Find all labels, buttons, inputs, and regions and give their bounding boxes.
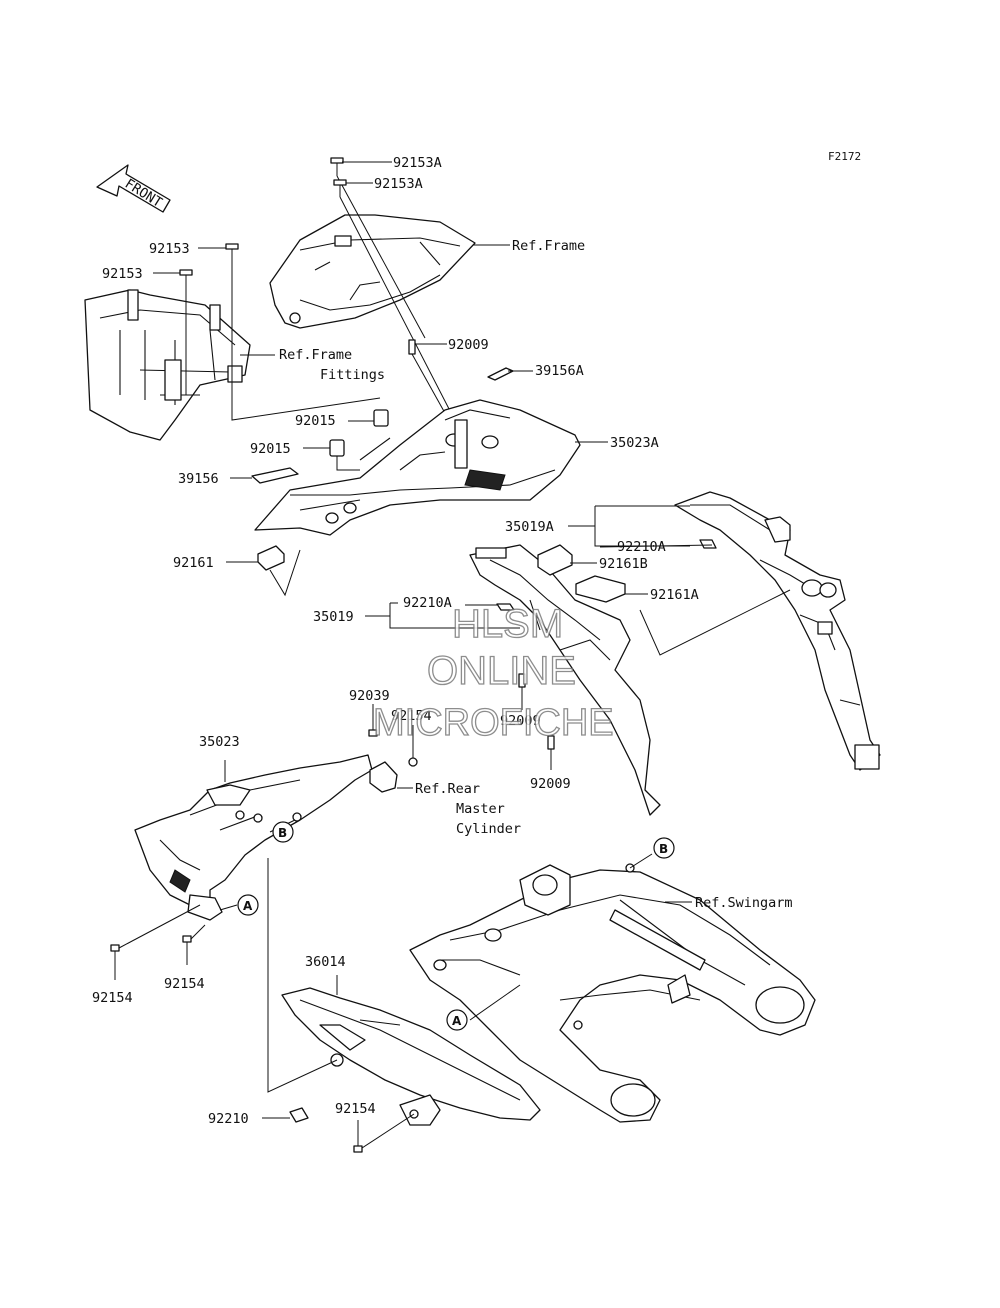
callout-b-upper: B: [272, 821, 294, 843]
label-92154-bottom: 92154: [335, 1101, 376, 1117]
clip-92210a-left: [496, 603, 515, 611]
label-92154-upper: 92154: [391, 708, 432, 724]
collar-92015-left: [329, 439, 345, 457]
bolt-92153a-upper: [330, 157, 426, 339]
label-92154-mid: 92154: [164, 976, 205, 992]
callout-a-lower-label: A: [452, 1014, 462, 1028]
damper-92161: [257, 545, 285, 571]
label-39156a: 39156A: [535, 363, 584, 379]
bolt-92153-left: [179, 269, 193, 395]
callout-a-upper: A: [237, 894, 259, 916]
label-36014: 36014: [305, 954, 346, 970]
callout-b-lower: B: [653, 837, 675, 859]
pad-39156a: [487, 367, 514, 381]
label-35019: 35019: [313, 609, 354, 625]
label-92015-left: 92015: [250, 441, 291, 457]
label-92210: 92210: [208, 1111, 249, 1127]
label-39156: 39156: [178, 471, 219, 487]
leader-lines: [114, 161, 791, 1149]
label-92210a-left: 92210A: [403, 595, 452, 611]
label-ref-frame-fittings-line2: Fittings: [320, 367, 385, 383]
rear-master-cylinder-bracket: [369, 761, 398, 793]
collar-92015-right: [373, 409, 389, 427]
label-92161b: 92161B: [599, 556, 648, 572]
frame-fittings-part: [84, 289, 251, 441]
watermark: HLSM ONLINE MICROFICHE: [372, 601, 614, 744]
label-ref-rear-line1: Ref.Rear: [415, 781, 480, 797]
bolt-92154-bottom: [353, 1145, 363, 1153]
chain-guard-35023: [134, 754, 373, 921]
rear-fender-35019: [469, 544, 661, 816]
swingarm-part: [409, 863, 816, 1123]
label-92153-1: 92153: [149, 241, 190, 257]
label-92210a-right: 92210A: [617, 539, 666, 555]
label-92153a-2: 92153A: [374, 176, 423, 192]
clip-92210: [289, 1107, 309, 1123]
watermark-line2: ONLINE: [427, 649, 576, 693]
bolt-92154-left: [110, 944, 120, 952]
clip-92210a-right: [699, 539, 717, 549]
callout-a-lower: A: [446, 1009, 468, 1031]
inner-fender-35019a: [674, 491, 881, 771]
pad-39156: [251, 467, 299, 484]
bolt-92154-mid: [182, 935, 192, 943]
label-92009-lower: 92009: [530, 776, 571, 792]
label-35023a: 35023A: [610, 435, 659, 451]
watermark-line1: HLSM: [452, 602, 563, 646]
bolt-92154-upper: [408, 757, 418, 767]
label-92009-middle: 92009: [500, 713, 541, 729]
label-92153-2: 92153: [102, 266, 143, 282]
label-92161: 92161: [173, 555, 214, 571]
label-92153a-1: 92153A: [393, 155, 442, 171]
label-92161a: 92161A: [650, 587, 699, 603]
label-ref-rear-line3: Cylinder: [456, 821, 521, 837]
label-ref-rear-line2: Master: [456, 801, 505, 817]
bolt-92153-right: [225, 243, 239, 365]
label-92154-left: 92154: [92, 990, 133, 1006]
label-35023: 35023: [199, 734, 240, 750]
label-92039: 92039: [349, 688, 390, 704]
seat-cover-35023a: [254, 399, 581, 536]
label-ref-frame-fittings-line1: Ref.Frame: [279, 347, 352, 363]
label-ref-frame: Ref.Frame: [512, 238, 585, 254]
callout-b-lower-label: B: [659, 842, 668, 856]
part-labels: 92153A 92153A Ref.Frame 92153 92153 Ref.…: [92, 155, 793, 1127]
damper-92161b: [537, 544, 573, 576]
seat-frame-part: [269, 214, 476, 329]
callout-a-upper-label: A: [243, 899, 253, 913]
front-direction-arrow: FRONT: [96, 164, 171, 213]
chain-guard-36014: [281, 987, 541, 1126]
label-35019a: 35019A: [505, 519, 554, 535]
label-ref-swingarm: Ref.Swingarm: [695, 895, 793, 911]
callout-b-upper-label: B: [278, 826, 287, 840]
label-92009-upper: 92009: [448, 337, 489, 353]
figure-id: F2172: [828, 150, 861, 163]
damper-92161a: [575, 575, 626, 603]
front-arrow-label: FRONT: [122, 176, 165, 211]
watermark-line3: MICROFICHE: [373, 702, 614, 744]
label-92015-right: 92015: [295, 413, 336, 429]
